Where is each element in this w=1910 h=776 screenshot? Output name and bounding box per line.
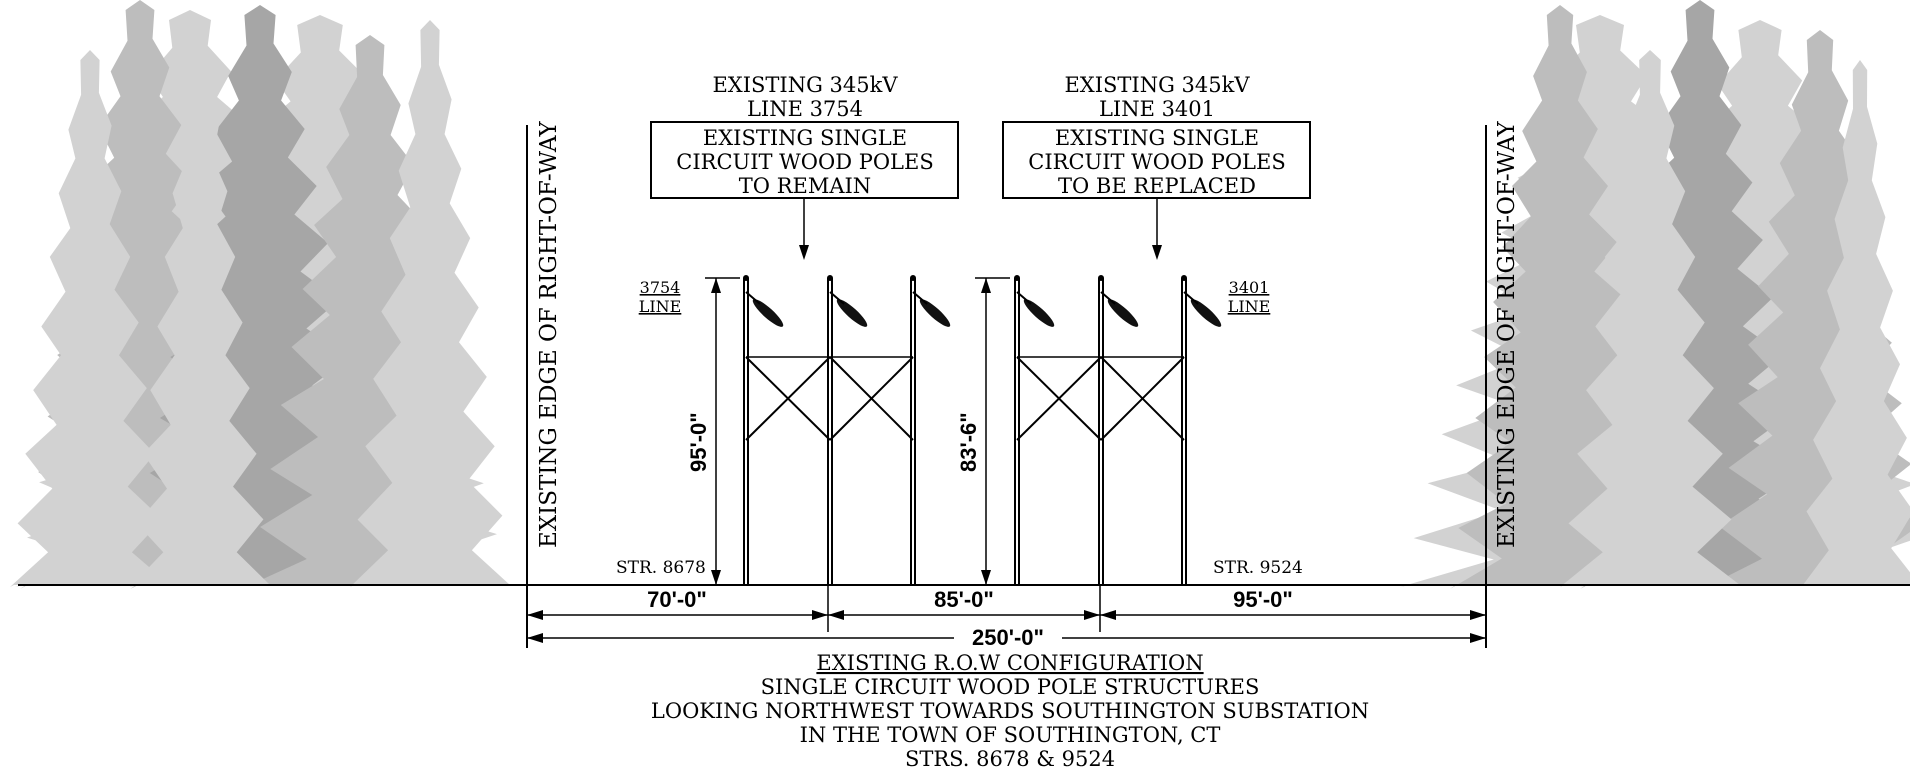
shield-wire-attachment [827, 275, 833, 281]
caption-line-5: STRS. 8678 & 9524 [905, 747, 1115, 771]
caption-line-4: IN THE TOWN OF SOUTHINGTON, CT [800, 723, 1221, 747]
callout-right-header-1: EXISTING 345kV [1064, 73, 1250, 97]
callout-line-3401: EXISTING 345kV LINE 3401 EXISTING SINGLE… [1002, 73, 1311, 260]
tree-cluster-right [1400, 0, 1910, 589]
shield-wire-attachment [1014, 275, 1020, 281]
shield-wire-attachment [1098, 275, 1104, 281]
caption-line-3: LOOKING NORTHWEST TOWARDS SOUTHINGTON SU… [651, 699, 1369, 723]
cross-brace [745, 356, 831, 441]
dim-right-segment: 95'-0" [1233, 587, 1293, 612]
insulator-string-icon [1107, 299, 1139, 327]
callout-left-header-2: LINE 3754 [747, 97, 863, 121]
line-tag-right-number: 3401 [1229, 278, 1270, 297]
line-tag-left-number: 3754 [640, 278, 681, 297]
callout-right-header-2: LINE 3401 [1099, 97, 1215, 121]
line-tag-left-word: LINE [639, 297, 682, 316]
tree-icon [130, 50, 270, 587]
tree-icon [1580, 0, 1820, 589]
shield-wire-attachment [743, 275, 749, 281]
drawing-caption: EXISTING R.O.W CONFIGURATION SINGLE CIRC… [651, 651, 1369, 771]
tree-icon [20, 0, 260, 589]
structure-label-right: STR. 9524 [1213, 558, 1303, 578]
insulator-hanger [912, 291, 928, 305]
height-right-label: 83'-6" [956, 412, 981, 472]
caption-title: EXISTING R.O.W CONFIGURATION [816, 651, 1203, 675]
insulator-string-icon [919, 299, 951, 327]
insulator-hanger [1183, 291, 1199, 305]
structure-3754-poles [743, 275, 951, 585]
callout-left-box-1: EXISTING SINGLE [703, 126, 907, 150]
callout-left-header-1: EXISTING 345kV [712, 73, 898, 97]
callout-right-box-3: TO BE REPLACED [1058, 174, 1256, 198]
horizontal-dimensions: 70'-0" 85'-0" 95'-0" 250'-0" [527, 585, 1486, 650]
callout-line-3754: EXISTING 345kV LINE 3754 EXISTING SINGLE… [650, 73, 959, 260]
tree-icon [10, 50, 170, 587]
tree-icon [1800, 60, 1910, 589]
insulator-string-icon [752, 299, 784, 327]
insulator-hanger [1100, 291, 1116, 305]
shield-wire-attachment [910, 275, 916, 281]
insulator-string-icon [1023, 299, 1055, 327]
structure-3401-poles [1014, 275, 1222, 585]
dim-left-segment: 70'-0" [647, 587, 707, 612]
callout-right-box-1: EXISTING SINGLE [1055, 126, 1259, 150]
tree-icon [350, 20, 510, 587]
insulator-string-icon [836, 299, 868, 327]
row-edge-right-label: EXISTING EDGE OF RIGHT-OF-WAY [1494, 120, 1520, 548]
height-left-label: 95'-0" [686, 412, 711, 472]
insulator-hanger [1016, 291, 1032, 305]
tree-icon [1450, 5, 1670, 589]
callout-right-arrowhead [1152, 245, 1162, 260]
tree-cluster-left [10, 0, 510, 589]
tree-icon [1560, 50, 1740, 587]
insulator-hanger [745, 291, 761, 305]
callout-left-arrowhead [799, 245, 809, 260]
callout-left-box-3: TO REMAIN [739, 174, 871, 198]
cross-brace [829, 356, 914, 441]
caption-line-2: SINGLE CIRCUIT WOOD POLE STRUCTURES [761, 675, 1260, 699]
callout-right-box-2: CIRCUIT WOOD POLES [1028, 150, 1285, 174]
dim-middle-segment: 85'-0" [934, 587, 994, 612]
cross-brace [1016, 356, 1102, 441]
cross-brace [1100, 356, 1185, 441]
insulator-string-icon [1190, 299, 1222, 327]
row-edge-left-label: EXISTING EDGE OF RIGHT-OF-WAY [536, 120, 562, 548]
tree-icon [130, 5, 390, 589]
height-dimension-right: 83'-6" [956, 277, 1010, 585]
insulator-hanger [829, 291, 845, 305]
structure-label-left: STR. 8678 [616, 558, 706, 578]
dim-total: 250'-0" [972, 625, 1044, 650]
height-dimension-left: 95'-0" [686, 277, 740, 585]
shield-wire-attachment [1181, 275, 1187, 281]
line-tag-right-word: LINE [1228, 297, 1271, 316]
callout-left-box-2: CIRCUIT WOOD POLES [676, 150, 933, 174]
